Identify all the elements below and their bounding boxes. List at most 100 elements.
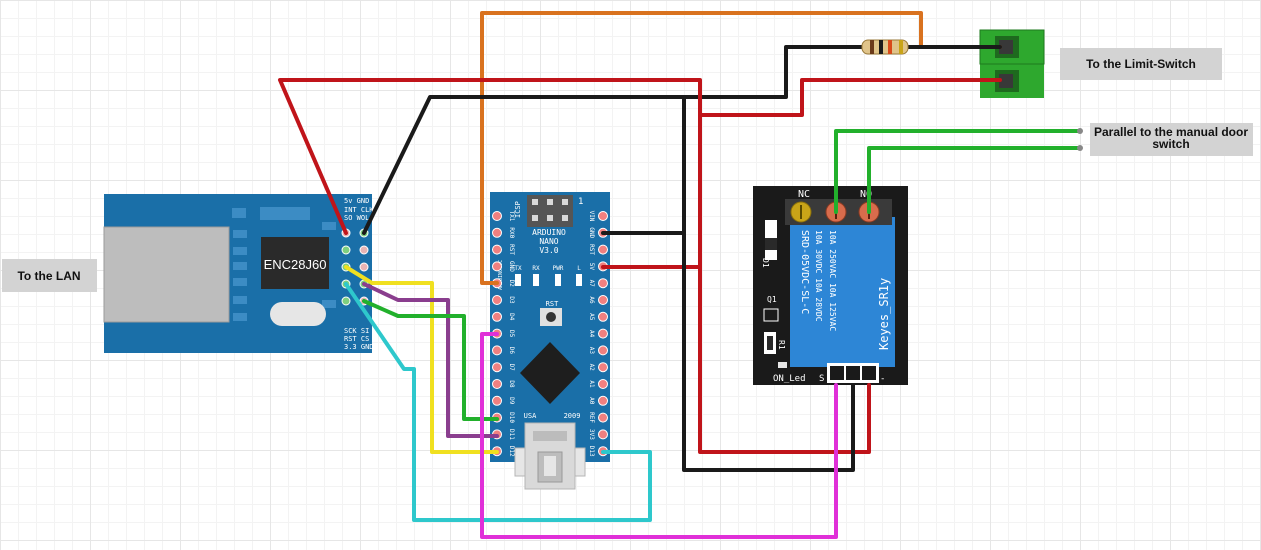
nano-pin-left-rst [492,244,502,255]
relay-spec-1: SRD-05VDC-SL-C [799,230,810,314]
nano-pin-right-a7 [598,278,608,289]
nano-pin-right-vin [598,211,608,221]
enc-pin-label-6: 3.3 GND [344,343,374,351]
nano-pin-left-rx0 [492,227,502,238]
wire-black-enc-gnd [362,95,855,472]
label-to-limit-switch: To the Limit-Switch [1060,48,1222,80]
nano-pin-left-tx1 [492,211,502,221]
nano-pin-right-rst [598,244,608,255]
relay-brand: Keyes_SR1y [877,278,891,350]
nano-pin-label-right-1: GND [588,227,595,238]
arduino-cc-label: ARDUINO.CC [498,260,504,290]
nano-pin-label-left-7: D5 [508,330,515,338]
enc-pin-label-3: SO WOL [344,214,369,222]
label-door-switch-line2: switch [1152,137,1189,151]
terminal-block [979,29,1045,98]
nano-pin-label-right-12: REF [588,412,595,423]
led-l [576,274,582,286]
enc-pin-label-1: 5v GND [344,197,369,205]
relay-on-led-label: ON_Led [773,374,806,384]
nano-pin-right-a5 [598,311,608,322]
nano-pin-label-right-4: A7 [588,280,595,288]
enc-pin-label-5: RST CS [344,335,369,343]
nano-title-2: NANO [539,237,558,246]
wire-green-door-1 [834,129,1082,214]
rst-label: RST [546,300,559,308]
nano-pin-right-a1 [598,379,608,389]
relay-spec-2: 10A 30VDC 10A 28VDC [814,230,823,322]
relay-spec-3: 10A 250VAC 10A 125VAC [828,230,837,331]
nano-pin-left-d7 [492,362,502,373]
on-led [778,362,787,368]
led-tx [515,274,521,286]
nano-pin-label-left-10: D8 [508,380,515,388]
wire-green-door-2 [867,146,1082,214]
label-to-lan-text: To the LAN [17,269,80,283]
relay-r1-label: R1 [777,340,786,350]
nano-pin-right-a4 [598,328,608,339]
nano-pin-left-gnd [492,261,502,272]
label-to-lan: To the LAN [2,259,97,292]
enc-pin-label-4: SCK SI [344,327,369,335]
nano-title-1: ARDUINO [532,228,566,237]
label-door-switch-line1: Parallel to the manual door [1094,125,1248,139]
nano-pin-label-right-14: D13 [588,446,595,457]
relay-pin-minus [862,366,876,380]
nano-pin-right-a3 [598,345,608,356]
mcu-chip [520,342,580,404]
relay-nc-label: NC [798,189,810,200]
enc28j60-chip-label: ENC28J60 [264,257,327,272]
label-to-limit-switch-text: To the Limit-Switch [1086,57,1196,71]
nano-pin-label-right-8: A3 [588,347,595,355]
nano-pin-left-d6 [492,345,502,356]
relay-s-label: S [819,374,824,384]
nano-pin-label-left-11: D9 [508,397,515,405]
wire-purple [362,282,499,438]
nano-pin-label-right-9: A2 [588,364,595,372]
led-l-label: L [577,265,581,272]
nano-pin-label-right-13: 3V3 [588,429,595,440]
enc-pin-label-2: INT CLK [344,206,374,214]
nano-pin-label-left-12: D10 [508,412,515,423]
nano-title-3: V3.0 [539,246,558,255]
wire-green-spi [362,299,499,421]
relay-no-label: NO [860,189,872,200]
nano-pin-label-right-2: RST [588,244,595,255]
led-rx-label: RX [532,265,540,272]
nano-pin-left-d8 [492,379,502,389]
nano-pin-label-left-5: D3 [508,296,515,304]
nano-pin-label-left-13: D11 [508,429,515,440]
wire-magenta [480,332,838,539]
resistor [860,39,1002,55]
year-label: 2009 [564,412,581,420]
nano-pin-right-3v3 [598,429,608,440]
relay-pin-plus [846,366,860,380]
nano-pin-label-left-4: D2 [508,280,515,288]
nano-pin-label-left-2: RST [508,244,515,255]
relay-d1-label: D1 [761,258,770,268]
wire-yellow [344,265,499,454]
nano-pin-label-right-6: A5 [588,313,595,321]
nano-pin-right-a0 [598,395,608,406]
wire-red-terminal [698,78,1002,117]
nano-pin-label-left-9: D7 [508,364,515,372]
nano-pin-right-ref [598,412,608,423]
nano-pin-right-a6 [598,295,608,305]
nano-pin-left-d4 [492,311,502,322]
nano-pin-label-left-1: RX0 [508,227,515,238]
led-pwr-label: PWR [553,265,564,272]
nano-pin-label-right-0: VIN [588,211,595,222]
led-rx [533,274,539,286]
icsp-label: ICSP [514,201,522,218]
rj45-jack [104,227,229,322]
nano-pin-left-d3 [492,295,502,305]
enc28j60-chip [261,237,329,289]
relay-minus-label: - [880,374,885,384]
nano-pin-left-d9 [492,395,502,406]
nano-pin-label-left-14: D12 [508,446,515,457]
relay-module: NC NO SRD-05VDC-SL-C 10A 30VDC 10A 28VDC… [753,186,908,385]
relay-pin-s [830,366,844,380]
nano-pin-label-left-3: GND [508,261,515,272]
nano-pin-label-left-6: D4 [508,313,515,321]
